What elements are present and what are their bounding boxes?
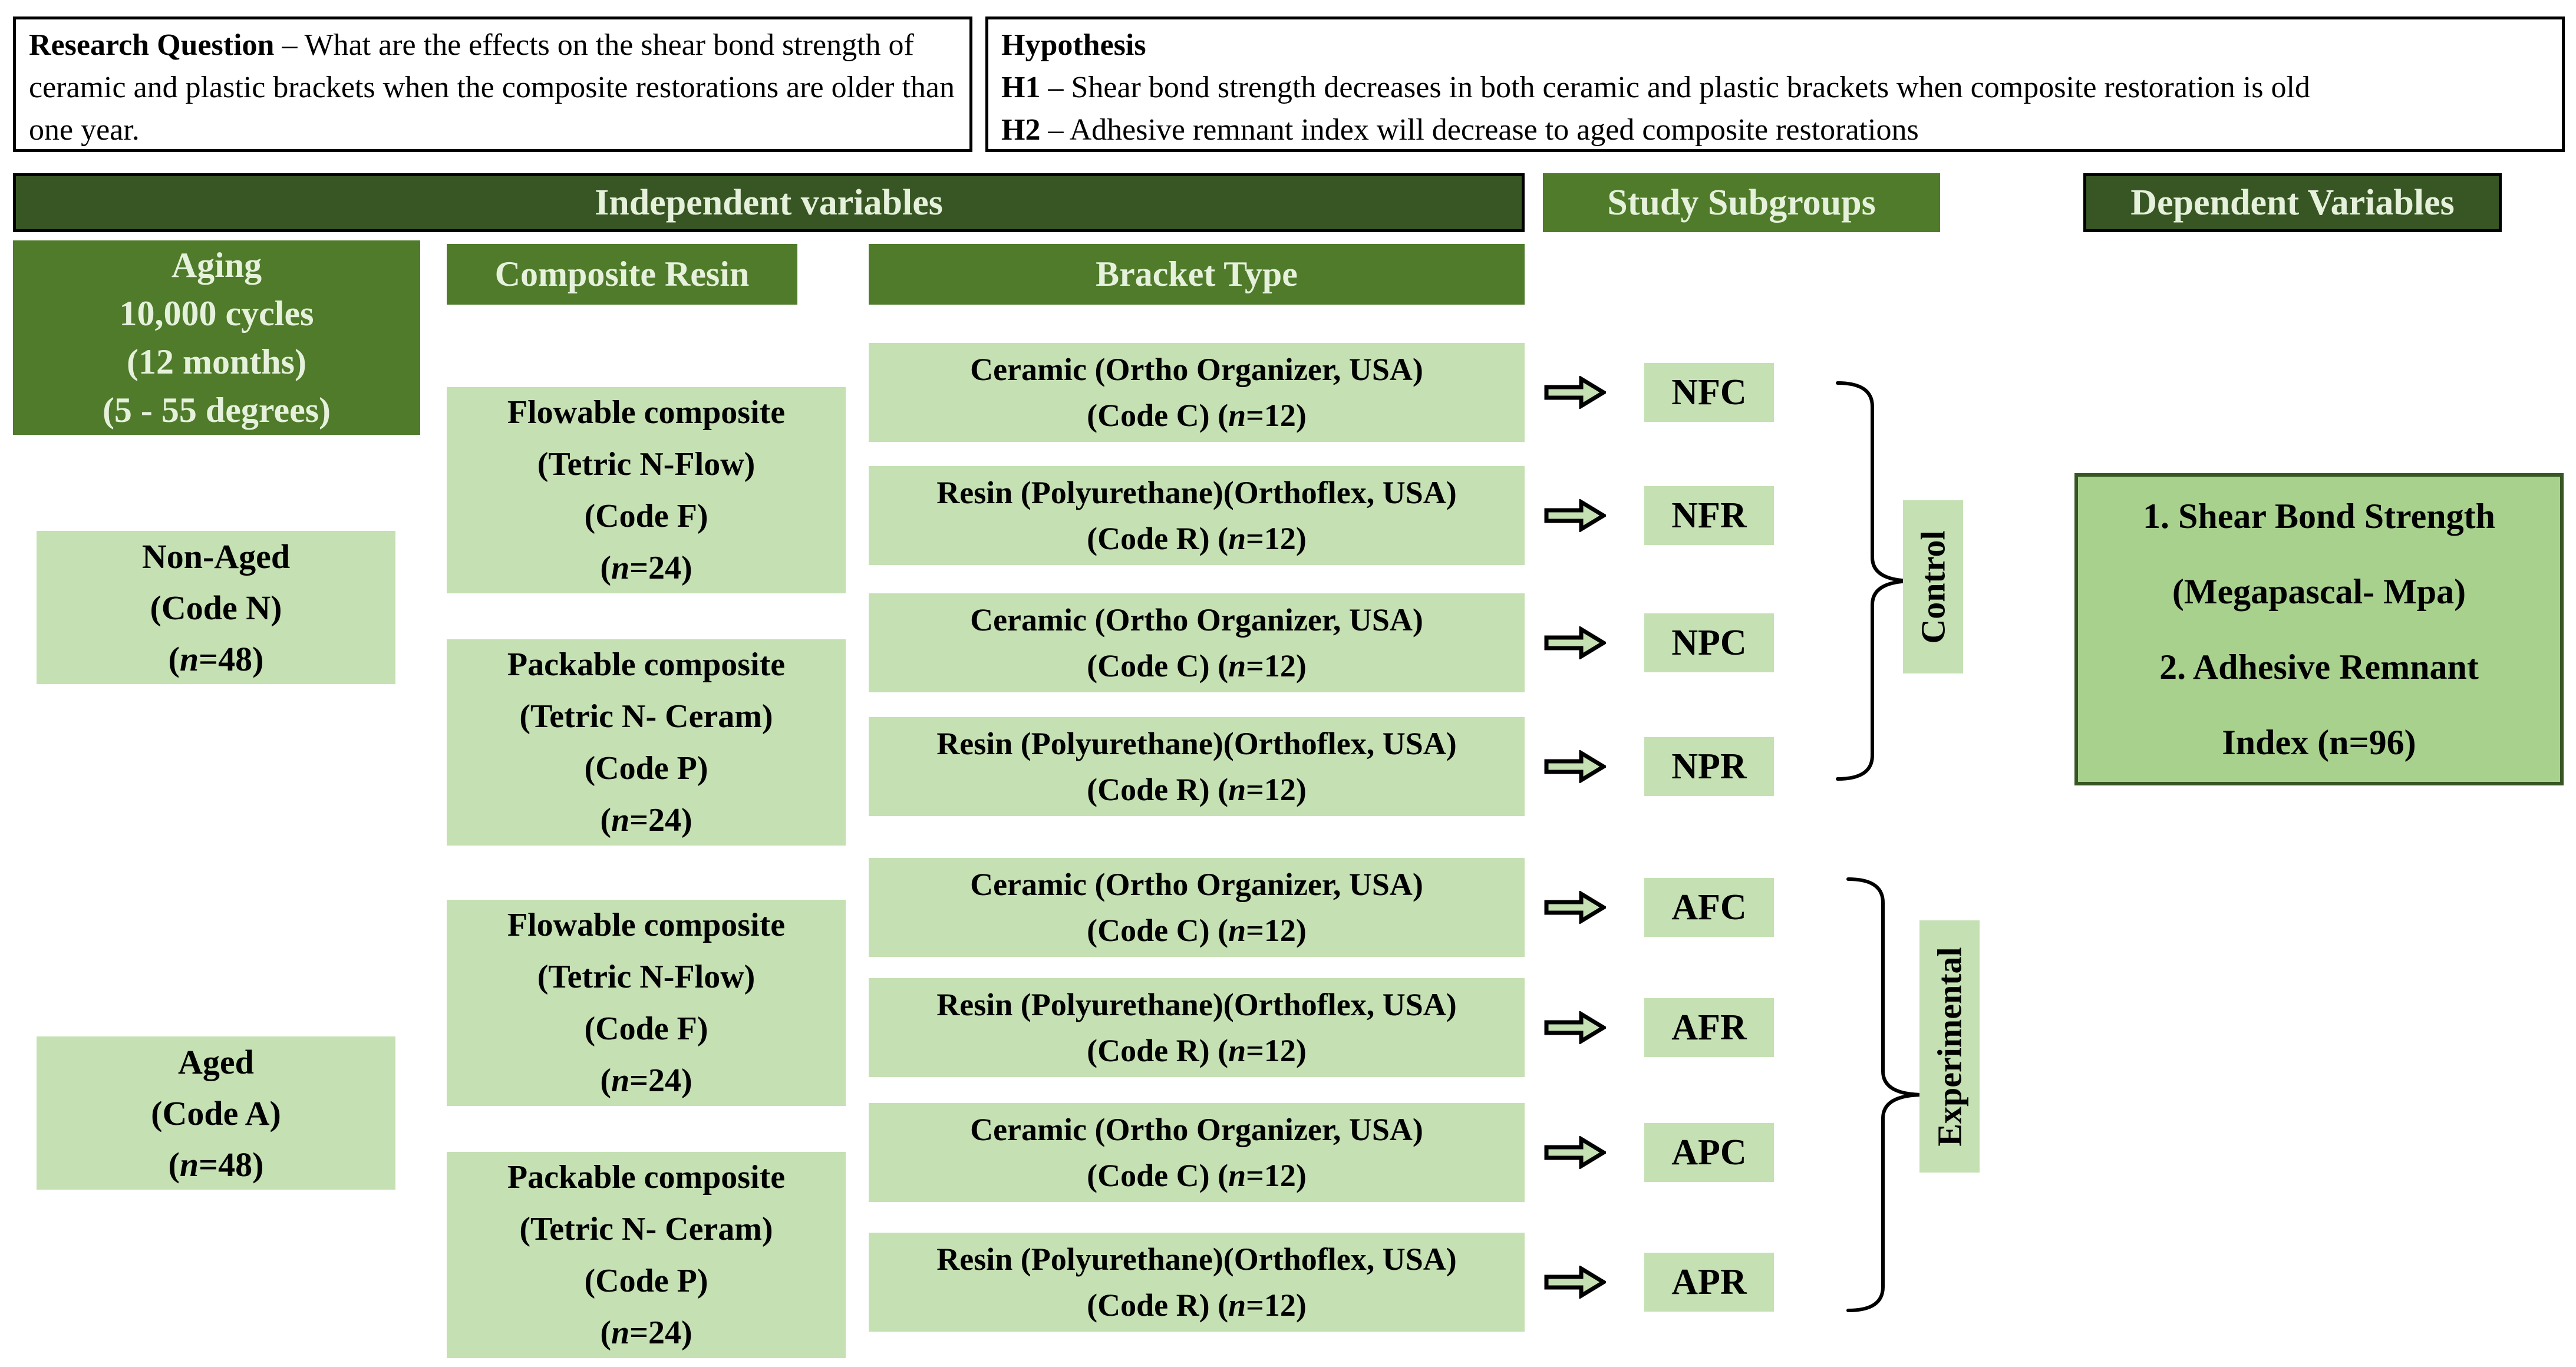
bracket-row-npr: Resin (Polyurethane)(Orthoflex, USA) (Co…: [869, 717, 1525, 816]
bracket-code-line: (Code C) (n=12): [1087, 398, 1307, 433]
composite-line: Packable composite: [507, 646, 786, 683]
hypothesis-h1: H1 – Shear bond strength decreases in bo…: [1001, 71, 2310, 104]
arrow-icon: [1544, 376, 1606, 409]
aging-line: (5 - 55 degrees): [102, 391, 331, 430]
dependent-variables-label: Dependent Variables: [2130, 182, 2455, 223]
hypothesis-h2: H2 – Adhesive remnant index will decreas…: [1001, 113, 1919, 147]
non-aged-box: Non-Aged (Code N) (n=48): [37, 531, 395, 684]
aging-line: Aging: [171, 246, 262, 285]
hypothesis-box: Hypothesis H1 – Shear bond strength decr…: [985, 16, 2565, 152]
dependent-variables-header: Dependent Variables: [2083, 173, 2502, 232]
arrow-icon: [1544, 499, 1606, 532]
packable-composite-box-nonaged: Packable composite (Tetric N- Ceram) (Co…: [447, 639, 846, 846]
aged-name: Aged: [178, 1042, 254, 1081]
bracket-line: Resin (Polyurethane)(Orthoflex, USA): [936, 726, 1457, 761]
subgroup-afr: AFR: [1644, 998, 1774, 1057]
bracket-row-apr: Resin (Polyurethane)(Orthoflex, USA) (Co…: [869, 1233, 1525, 1332]
bracket-code-line: (Code C) (n=12): [1087, 648, 1307, 684]
subgroup-npc: NPC: [1644, 613, 1774, 672]
composite-n: (n=24): [600, 1062, 692, 1099]
aged-code: (Code A): [151, 1094, 281, 1132]
arrow-icon: [1544, 626, 1606, 659]
composite-n: (n=24): [600, 550, 692, 586]
research-question-text: Research Question – What are the effects…: [29, 28, 955, 147]
composite-line: (Tetric N- Ceram): [519, 698, 773, 735]
composite-n: (n=24): [600, 802, 692, 838]
composite-n: (n=24): [600, 1315, 692, 1351]
bracket-row-nfr: Resin (Polyurethane)(Orthoflex, USA) (Co…: [869, 466, 1525, 565]
bracket-code-line: (Code R) (n=12): [1087, 1033, 1307, 1068]
subgroup-apr: APR: [1644, 1253, 1774, 1312]
subgroup-afc: AFC: [1644, 878, 1774, 937]
bracket-code-line: (Code R) (n=12): [1087, 772, 1307, 807]
study-subgroups-label: Study Subgroups: [1607, 182, 1876, 223]
experimental-brace: [1846, 877, 1925, 1312]
composite-line: Flowable composite: [507, 907, 786, 943]
aging-line: (12 months): [126, 342, 306, 381]
subgroup-nfc: NFC: [1644, 363, 1774, 422]
arrow-icon: [1544, 1266, 1606, 1299]
subgroup-nfr: NFR: [1644, 486, 1774, 545]
composite-line: (Tetric N-Flow): [537, 959, 756, 995]
dependent-variables-box: 1. Shear Bond Strength (Megapascal- Mpa)…: [2074, 473, 2564, 785]
composite-line: (Code P): [584, 750, 708, 787]
aging-box: Aging 10,000 cycles (12 months) (5 - 55 …: [13, 240, 420, 435]
arrow-icon: [1544, 1011, 1606, 1044]
aged-n: (n=48): [168, 1145, 264, 1184]
control-label: Control: [1914, 530, 1952, 644]
bracket-line: Ceramic (Ortho Organizer, USA): [970, 352, 1423, 387]
control-label-box: Control: [1903, 500, 1963, 673]
bracket-line: Ceramic (Ortho Organizer, USA): [970, 867, 1423, 902]
dependent-line: (Megapascal- Mpa): [2172, 572, 2466, 611]
bracket-row-npc: Ceramic (Ortho Organizer, USA) (Code C) …: [869, 593, 1525, 692]
composite-resin-label: Composite Resin: [494, 255, 750, 293]
packable-composite-box-aged: Packable composite (Tetric N- Ceram) (Co…: [447, 1152, 846, 1358]
non-aged-name: Non-Aged: [141, 537, 291, 576]
flowable-composite-box-aged: Flowable composite (Tetric N-Flow) (Code…: [447, 900, 846, 1106]
aging-line: 10,000 cycles: [119, 294, 314, 333]
subgroup-npr: NPR: [1644, 737, 1774, 796]
non-aged-code: (Code N): [150, 588, 282, 627]
arrow-icon: [1544, 1136, 1606, 1169]
bracket-code-line: (Code C) (n=12): [1087, 1158, 1307, 1193]
aged-box: Aged (Code A) (n=48): [37, 1036, 395, 1190]
dependent-line: Index (n=96): [2222, 723, 2416, 762]
composite-line: Flowable composite: [507, 394, 786, 431]
bracket-line: Ceramic (Ortho Organizer, USA): [970, 1112, 1423, 1147]
bracket-row-nfc: Ceramic (Ortho Organizer, USA) (Code C) …: [869, 343, 1525, 442]
bracket-line: Resin (Polyurethane)(Orthoflex, USA): [936, 475, 1457, 510]
experimental-label: Experimental: [1930, 946, 1969, 1147]
composite-line: (Code P): [584, 1263, 708, 1299]
subgroup-apc: APC: [1644, 1123, 1774, 1182]
hypothesis-title: Hypothesis: [1001, 28, 1146, 62]
bracket-row-apc: Ceramic (Ortho Organizer, USA) (Code C) …: [869, 1103, 1525, 1202]
bracket-row-afc: Ceramic (Ortho Organizer, USA) (Code C) …: [869, 858, 1525, 957]
bracket-line: Ceramic (Ortho Organizer, USA): [970, 602, 1423, 638]
bracket-code-line: (Code R) (n=12): [1087, 521, 1307, 556]
research-question-box: Research Question – What are the effects…: [13, 16, 972, 152]
flowable-composite-box-nonaged: Flowable composite (Tetric N-Flow) (Code…: [447, 387, 846, 593]
non-aged-n: (n=48): [168, 639, 264, 678]
arrow-icon: [1544, 891, 1606, 924]
composite-resin-header: Composite Resin: [447, 244, 797, 305]
dependent-line: 1. Shear Bond Strength: [2143, 497, 2495, 536]
bracket-code-line: (Code R) (n=12): [1087, 1287, 1307, 1323]
bracket-code-line: (Code C) (n=12): [1087, 913, 1307, 948]
bracket-type-header: Bracket Type: [869, 244, 1525, 305]
dependent-line: 2. Adhesive Remnant: [2159, 648, 2479, 686]
experimental-label-box: Experimental: [1919, 920, 1980, 1173]
arrow-icon: [1544, 750, 1606, 783]
composite-line: (Code F): [584, 498, 708, 534]
composite-line: (Code F): [584, 1011, 708, 1047]
bracket-line: Resin (Polyurethane)(Orthoflex, USA): [936, 987, 1457, 1022]
bracket-row-afr: Resin (Polyurethane)(Orthoflex, USA) (Co…: [869, 978, 1525, 1077]
independent-variables-header: Independent variables: [13, 173, 1525, 232]
study-subgroups-header: Study Subgroups: [1543, 173, 1940, 232]
bracket-line: Resin (Polyurethane)(Orthoflex, USA): [936, 1241, 1457, 1277]
composite-line: (Tetric N- Ceram): [519, 1211, 773, 1247]
composite-line: Packable composite: [507, 1159, 786, 1196]
independent-variables-label: Independent variables: [595, 182, 943, 223]
bracket-type-label: Bracket Type: [1096, 255, 1298, 293]
composite-line: (Tetric N-Flow): [537, 446, 756, 483]
